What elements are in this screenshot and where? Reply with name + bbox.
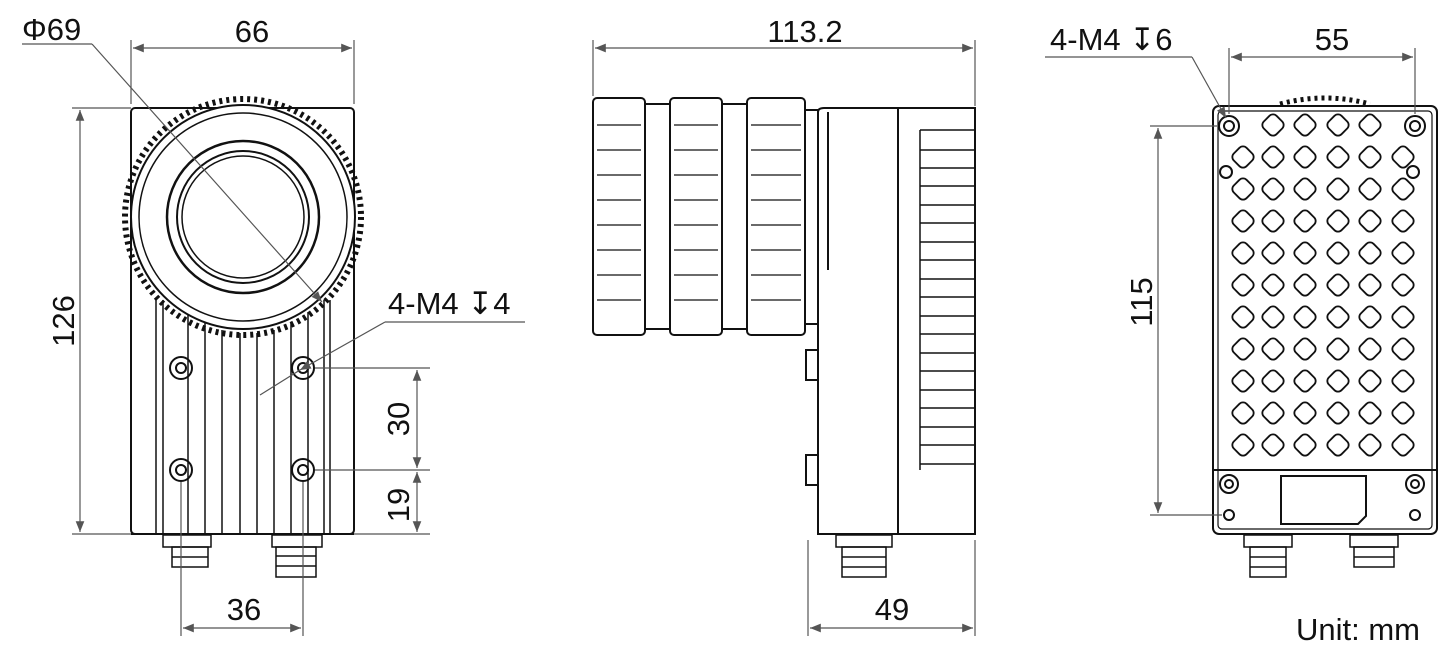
front-hole-offset-bottom-label: 19 xyxy=(381,488,416,522)
side-overall-length-label: 113.2 xyxy=(767,14,842,49)
side-lens-rings xyxy=(592,97,818,336)
rear-thread-note: 4-M4 ↧6 xyxy=(1050,22,1172,57)
side-fins xyxy=(919,129,975,470)
unit-label: Unit: mm xyxy=(1296,612,1420,647)
rear-dimensions xyxy=(1045,48,1416,516)
side-dimensions xyxy=(592,40,976,636)
front-view xyxy=(122,96,364,578)
side-connector xyxy=(835,534,893,578)
side-view xyxy=(592,97,976,578)
side-dimension-labels: 113.2 49 xyxy=(767,14,909,627)
rear-body xyxy=(1212,105,1438,535)
rear-label-plate xyxy=(1280,475,1367,525)
side-body-depth-label: 49 xyxy=(875,592,909,627)
front-lens-glass xyxy=(165,139,321,295)
rear-hole-spacing-vertical-label: 115 xyxy=(1124,277,1159,326)
front-dimensions xyxy=(22,40,525,636)
rear-vent-pattern xyxy=(1231,113,1415,457)
front-width-label: 66 xyxy=(235,14,269,49)
front-connectors xyxy=(162,534,323,578)
rear-dimension-labels: 4-M4 ↧6 55 115 xyxy=(1050,22,1349,327)
front-fins xyxy=(155,300,331,534)
front-mount-holes xyxy=(169,356,315,482)
rear-view xyxy=(1212,95,1438,578)
front-hole-spacing-horizontal-label: 36 xyxy=(227,592,261,627)
front-lens-diameter-label: Φ69 xyxy=(22,12,81,47)
rear-connectors xyxy=(1243,534,1399,578)
front-thread-note: 4-M4 ↧4 xyxy=(388,286,510,321)
front-lens-ring xyxy=(122,96,364,338)
rear-mount-holes xyxy=(1218,115,1426,521)
front-dimension-labels: Φ69 66 126 4-M4 ↧4 30 19 36 xyxy=(22,12,510,627)
front-hole-spacing-vertical-label: 30 xyxy=(381,402,416,436)
front-height-label: 126 xyxy=(46,295,81,347)
rear-hole-spacing-horizontal-label: 55 xyxy=(1315,22,1349,57)
side-body xyxy=(817,107,976,535)
